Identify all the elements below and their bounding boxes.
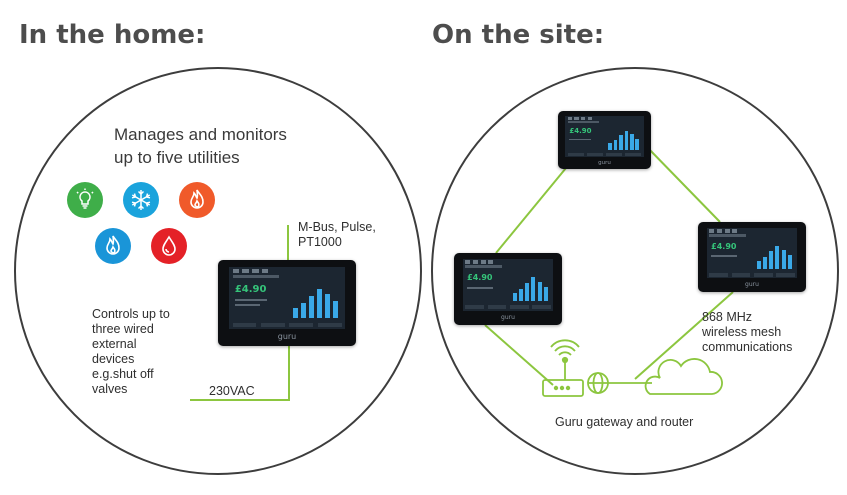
- device-price: £4.90: [234, 284, 267, 296]
- mesh-link-top-right: [645, 145, 721, 223]
- router-icon: [542, 339, 584, 397]
- device-screen: £4.90: [565, 115, 644, 158]
- home-circle: [14, 67, 422, 475]
- device-price: £4.90: [467, 273, 493, 283]
- device-brand: guru: [501, 313, 515, 321]
- device-screen: £4.90: [229, 266, 345, 329]
- home-display-device: £4.90 guru: [218, 260, 356, 346]
- protocols-text: M-Bus, Pulse, PT1000: [298, 220, 376, 249]
- snowflake-utility-icon: [123, 182, 159, 218]
- manages-text: Manages and monitors up to five utilitie…: [114, 125, 287, 167]
- power-line: [190, 346, 290, 401]
- flame-utility-icon: [179, 182, 215, 218]
- device-screen: £4.90: [462, 258, 554, 311]
- mesh-link-top-left: [495, 167, 567, 254]
- mesh-link-right-gateway: [634, 291, 734, 380]
- site-display-device-left: £4.90 guru: [454, 253, 562, 325]
- gas-flame-utility-icon: [95, 228, 131, 264]
- device-brand: guru: [745, 280, 759, 288]
- electricity-utility-icon: [67, 182, 103, 218]
- cloud-icon: [644, 358, 723, 395]
- power-text: 230VAC: [209, 384, 255, 398]
- device-brand: guru: [277, 331, 297, 341]
- site-circle: [431, 67, 839, 475]
- device-price: £4.90: [569, 127, 592, 136]
- heading-on-the-site: On the site:: [432, 20, 605, 50]
- device-price: £4.90: [711, 241, 737, 251]
- device-screen: £4.90: [706, 227, 798, 278]
- site-display-device-right: £4.90 guru: [698, 222, 806, 292]
- gateway-label: Guru gateway and router: [555, 415, 694, 429]
- device-brand: guru: [598, 159, 611, 166]
- site-display-device-top: £4.90 guru: [558, 111, 651, 169]
- controls-text: Controls up to three wired external devi…: [92, 307, 170, 396]
- wireless-mesh-text: 868 MHz wireless mesh communications: [702, 310, 793, 354]
- water-drop-utility-icon: [151, 228, 187, 264]
- mesh-link-left-gateway: [484, 324, 554, 386]
- globe-icon: [587, 372, 609, 394]
- heading-in-the-home: In the home:: [19, 20, 206, 50]
